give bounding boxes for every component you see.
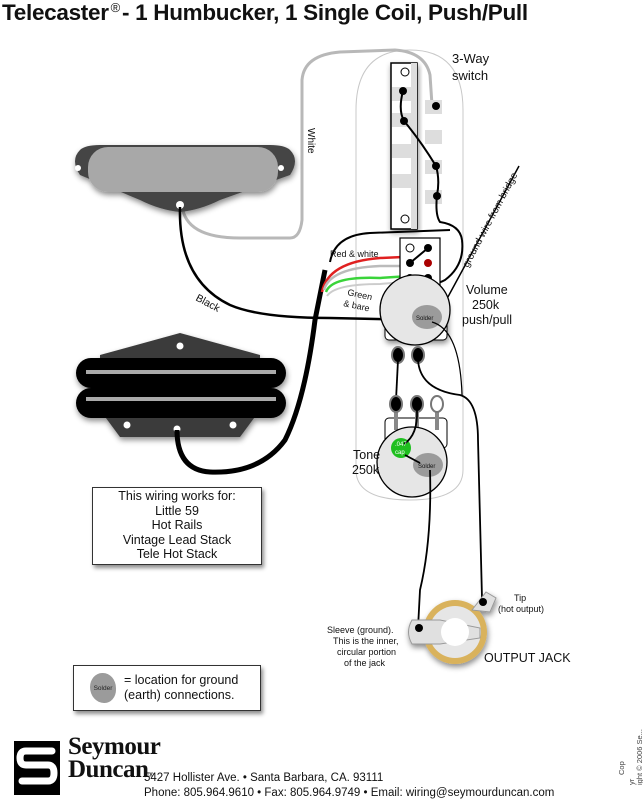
sleeve-label-2: This is the inner, (333, 636, 399, 646)
volume-label-1: Volume (466, 283, 508, 297)
tone-label-2: 250k (352, 463, 380, 477)
tone-label-1: Tone (353, 448, 380, 462)
footer-contact: Phone: 805.964.9610 • Fax: 805.964.9749 … (144, 787, 555, 799)
info-item: Hot Rails (151, 518, 203, 532)
three-way-switch (390, 62, 463, 241)
info-item: Tele Hot Stack (136, 547, 218, 561)
diagram-title: Telecaster®- 1 Humbucker, 1 Single Coil,… (2, 0, 528, 26)
bare-lead (326, 281, 406, 297)
switch-label-2: switch (452, 68, 488, 83)
brand-line-1: Seymour (68, 733, 161, 760)
tip-label-2: (hot output) (498, 604, 544, 614)
sleeve-label-4: of the jack (344, 658, 386, 668)
white-wire (180, 48, 434, 240)
tip-label-1: Tip (514, 593, 526, 603)
humbucker-cable (174, 269, 328, 475)
solder-legend-box: Solder = location for ground (earth) con… (73, 665, 261, 711)
legend-text: = location for ground (earth) connection… (124, 673, 238, 703)
white-wire-label: White (305, 128, 316, 154)
brand-line-2: Duncan (68, 756, 149, 783)
compatible-pickups-box: This wiring works for: Little 59 Hot Rai… (92, 487, 262, 565)
title-prefix: Telecaster (2, 0, 109, 25)
tone-solder-label: Solder (418, 464, 435, 470)
brand-name: Seymour Duncan® (68, 733, 161, 787)
info-item: Vintage Lead Stack (122, 532, 232, 547)
sleeve-label-3: circular portion (337, 647, 396, 657)
black-wire (178, 206, 421, 322)
logo-mark-icon (14, 741, 60, 795)
brand-mark: ® (148, 771, 154, 779)
tone-pot (376, 395, 448, 498)
output-jack-label: OUTPUT JACK (484, 651, 571, 665)
vol-to-tone-wire (395, 359, 399, 401)
volume-solder-label: Solder (416, 316, 433, 322)
info-heading: This wiring works for: (118, 489, 236, 503)
red-lead (320, 254, 426, 293)
sleeve-label-1: Sleeve (ground). (327, 625, 394, 635)
footer-address: 5427 Hollister Ave. • Santa Barbara, CA.… (144, 772, 384, 784)
cap-label-1: .047 (395, 442, 407, 448)
control-plate-outline (355, 49, 464, 501)
legend-line-2: (earth) connections. (124, 688, 235, 702)
humbucker-pickup (76, 333, 286, 437)
volume-label-3: push/pull (462, 313, 512, 327)
volume-label-2: 250k (472, 298, 500, 312)
green-lead (324, 274, 411, 293)
title-suffix: - 1 Humbucker, 1 Single Coil, Push/Pull (121, 0, 528, 25)
single-coil-pickup (75, 145, 295, 212)
copyright-1: Cop (617, 761, 626, 775)
output-jack (408, 591, 497, 664)
black-wire-label: Black (194, 292, 223, 315)
registered-mark: ® (110, 0, 121, 15)
info-item: Little 59 (155, 503, 199, 518)
white-lead (322, 264, 408, 291)
ground-wire-label: ground wire from bridge (461, 171, 520, 270)
cap-label-2: cap (395, 450, 405, 456)
solder-blob-icon: Solder (90, 673, 116, 703)
copyright-3: ight © 2006 Se... (635, 729, 643, 785)
volume-pot (379, 237, 451, 364)
legend-line-1: = location for ground (124, 673, 239, 687)
switch-label-1: 3-Way (452, 51, 490, 66)
vol-to-jack-wire (417, 359, 483, 599)
red-white-label: Red & white (330, 249, 379, 259)
tone-to-jack-wire (417, 469, 432, 629)
